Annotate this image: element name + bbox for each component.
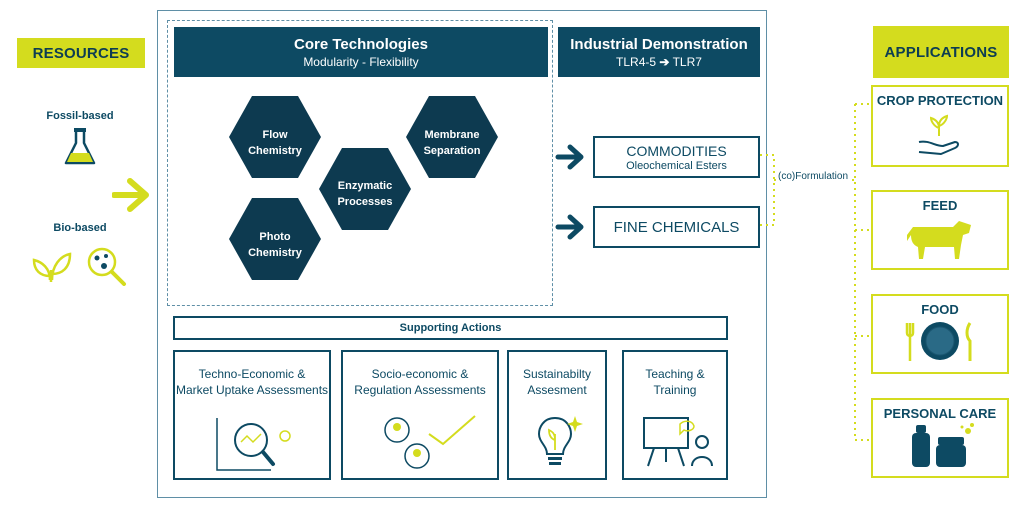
industrial-demonstration-title: Industrial Demonstration <box>570 35 748 53</box>
leaves-icon <box>32 252 72 282</box>
support-teaching: Teaching & Training <box>622 350 728 480</box>
hexagon-cluster: Flow Chemistry Membrane Separation Enzym… <box>229 96 498 280</box>
hexagon-flow-label-2: Chemistry <box>248 145 303 157</box>
core-technologies-area <box>167 20 553 306</box>
commodities-subtitle: Oleochemical Esters <box>626 159 727 172</box>
commodities-title: COMMODITIES <box>626 142 727 159</box>
microscope-search-icon <box>87 247 126 286</box>
formulation-connectors <box>760 103 870 441</box>
support-techno-economic-line1: Techno-Economic & <box>198 367 306 381</box>
support-sustainability-line1: Sustainabilty <box>522 367 592 381</box>
core-technologies-subtitle: Modularity - Flexibility <box>303 54 419 69</box>
support-socio-economic-line2: Regulation Assessments <box>354 383 486 397</box>
app-feed: FEED <box>871 190 1009 270</box>
hexagon-membrane-label-1: Membrane <box>424 129 479 141</box>
resources-header: RESOURCES <box>17 38 145 68</box>
arrow-right-icon <box>555 214 584 240</box>
cow-icon <box>907 221 971 259</box>
hexagon-flow-label-1: Flow <box>262 129 287 141</box>
support-techno-economic: Techno-Economic & Market Uptake Assessme… <box>173 350 331 480</box>
trl-to: TLR7 <box>672 54 702 69</box>
hexagon-flow-chemistry <box>229 96 321 178</box>
industrial-demonstration-subtitle: TLR4-5 ➔ TLR7 <box>616 55 702 69</box>
flask-icon <box>64 128 96 165</box>
commodities-box: COMMODITIES Oleochemical Esters <box>593 136 760 178</box>
app-feed-title: FEED <box>922 198 958 213</box>
core-technologies-header: Core Technologies Modularity - Flexibili… <box>174 27 548 77</box>
hexagon-photo-label-2: Chemistry <box>248 247 303 259</box>
lightbulb-leaf-icon <box>537 416 583 465</box>
bio-based-label: Bio-based <box>53 222 107 234</box>
cosmetics-icon <box>912 423 974 467</box>
support-sustainability: Sustainabilty Assesment <box>507 350 607 480</box>
industrial-demonstration-header: Industrial Demonstration TLR4-5 ➔ TLR7 <box>558 27 760 77</box>
support-techno-economic-line2: Market Uptake Assessments <box>175 383 329 397</box>
arrow-right-icon <box>555 144 584 170</box>
support-sustainability-line2: Assesment <box>527 383 587 397</box>
hexagon-enzymatic-label-1: Enzymatic <box>338 180 392 192</box>
support-socio-economic: Socio-economic & Regulation Assessments <box>341 350 499 480</box>
teacher-board-icon <box>643 417 713 467</box>
main-frame <box>157 10 767 498</box>
arrow-right-icon: ➔ <box>659 54 670 69</box>
app-personal-care: PERSONAL CARE <box>871 398 1009 478</box>
fine-chemicals-box: FINE CHEMICALS <box>593 206 760 248</box>
hexagon-enzymatic-processes <box>319 148 411 230</box>
supporting-actions-header: Supporting Actions <box>173 316 728 340</box>
hexagon-membrane-separation <box>406 96 498 178</box>
hand-plant-icon <box>918 114 959 155</box>
fine-chemicals-title: FINE CHEMICALS <box>613 218 740 236</box>
fossil-based-label: Fossil-based <box>46 110 114 122</box>
hexagon-photo-label-1: Photo <box>259 231 290 243</box>
support-teaching-line2: Training <box>653 383 697 397</box>
applications-header: APPLICATIONS <box>873 26 1009 78</box>
hexagon-membrane-label-2: Separation <box>424 145 481 157</box>
support-teaching-line1: Teaching & <box>645 367 705 381</box>
magnifier-chart-icon <box>216 418 291 471</box>
arrow-right-icon <box>112 178 149 212</box>
app-food: FOOD <box>871 294 1009 374</box>
hexagon-enzymatic-label-2: Processes <box>337 196 392 208</box>
app-personal-care-title: PERSONAL CARE <box>883 406 997 421</box>
core-technologies-title: Core Technologies <box>294 35 428 53</box>
app-crop-protection: CROP PROTECTION <box>871 85 1009 167</box>
trl-from: TLR4-5 <box>616 54 657 69</box>
support-socio-economic-line1: Socio-economic & <box>371 367 469 381</box>
plate-cutlery-icon <box>905 322 972 361</box>
people-trend-icon <box>384 415 476 469</box>
app-food-title: FOOD <box>921 302 959 317</box>
supporting-actions-title: Supporting Actions <box>399 322 502 334</box>
hexagon-photo-chemistry <box>229 198 321 280</box>
app-crop-protection-title: CROP PROTECTION <box>876 93 1004 108</box>
formulation-label: (co)Formulation <box>776 171 851 182</box>
